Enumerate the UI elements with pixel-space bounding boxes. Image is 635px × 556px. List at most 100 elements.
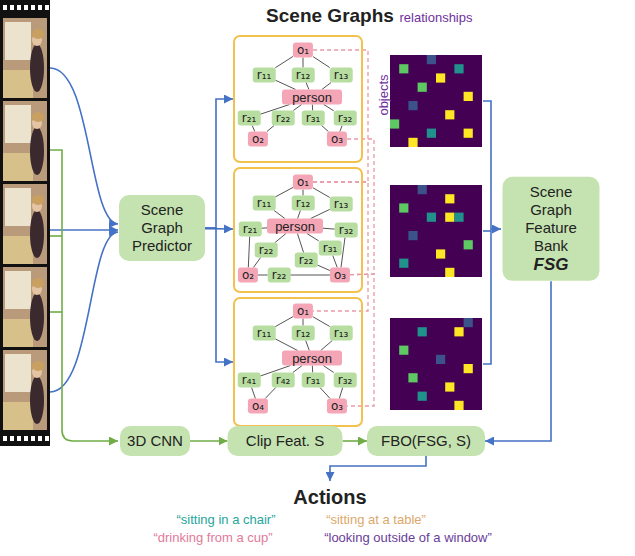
node-text: r₃₁: [306, 373, 321, 388]
node-text: r₁₂: [296, 326, 311, 341]
node-text: o₂: [252, 132, 264, 147]
connector: [258, 275, 268, 276]
connector: [322, 83, 331, 90]
connector: [275, 317, 293, 327]
matrix-wire: [483, 229, 491, 364]
connector: [323, 366, 334, 373]
node-text: r₁₃: [334, 197, 349, 212]
node-text: FBO(FSG, S): [372, 432, 480, 450]
matrix-cell: [445, 268, 454, 277]
connector: [267, 126, 274, 132]
node-text: o₃: [331, 399, 343, 414]
video-frame: [3, 101, 47, 181]
matrix-cell: [418, 185, 427, 194]
matrix-cell: [445, 194, 454, 203]
sprocket-hole: [17, 5, 21, 10]
connector: [275, 339, 297, 351]
node-text: FSG: [508, 255, 595, 275]
object-node: o₃: [327, 132, 347, 147]
matrix-cell: [408, 101, 417, 110]
connector: [275, 56, 293, 67]
node-text: r₁₃: [334, 326, 349, 341]
connector: [323, 228, 335, 230]
connector: [485, 281, 551, 441]
connector: [307, 234, 319, 241]
matrix-cell: [464, 129, 473, 138]
node-text: 3D CNN: [125, 432, 185, 450]
node-text: o₁: [297, 43, 309, 58]
person-node: person: [282, 90, 342, 105]
matrix-cell: [418, 392, 427, 401]
relation-node: r₁₁: [253, 196, 276, 211]
sprocket-hole: [31, 5, 35, 10]
matrix-cell: [399, 259, 408, 268]
relation-node: r₁₃: [330, 197, 353, 212]
film-strip: [0, 0, 50, 446]
matrix-cell: [445, 213, 454, 222]
connector: [322, 126, 329, 132]
relation-node: r₁₂: [292, 68, 315, 83]
connector: [303, 319, 304, 326]
relation-node: r₁₃: [330, 326, 353, 341]
node-text: Clip Feat. S: [233, 432, 338, 450]
matrix-cell: [464, 92, 473, 101]
matrix-wire: [483, 230, 491, 232]
action-label: “drinking from a cup”: [153, 530, 272, 545]
sprocket-hole: [24, 5, 28, 10]
node-text: r₁₂: [296, 196, 311, 211]
relation-node: r₃₂: [334, 111, 357, 126]
node-text: r₃₂: [339, 223, 354, 238]
node-text: r₃₂: [338, 111, 353, 126]
relation-node: r₂₂: [295, 253, 318, 268]
matrix-cell: [454, 327, 463, 336]
relation-node: r₁₁: [253, 68, 276, 83]
node-text: r₁₁: [257, 68, 272, 83]
relation-node: r₂₂: [255, 243, 278, 258]
process-box: Scene Graph Feature BankFSG: [503, 177, 600, 281]
relation-node: r₂₁: [238, 111, 261, 126]
process-box: Clip Feat. S: [228, 426, 343, 456]
film-base: [0, 0, 50, 446]
process-box: Scene Graph Predictor: [119, 195, 205, 261]
adjacency-matrix: [390, 55, 482, 147]
node-text: person: [271, 219, 319, 234]
sprocket-hole: [24, 436, 28, 441]
node-text: r₁₂: [296, 68, 311, 83]
connector: [290, 275, 330, 276]
node-text: r₂₂: [276, 111, 291, 126]
sprocket-hole: [10, 436, 14, 441]
frame-arrow: [50, 68, 118, 224]
node-text: r₁₃: [334, 68, 349, 83]
node-text: person: [286, 90, 338, 105]
node-text: r₃₁: [323, 241, 338, 256]
connector: [311, 209, 330, 218]
diagram-title: Scene Graphs: [266, 5, 394, 27]
connector: [341, 238, 345, 268]
connector: [320, 388, 330, 399]
matrix-cell: [408, 138, 417, 147]
clip-arrows: [50, 150, 118, 441]
node-text: o₁: [297, 175, 309, 190]
relation-node: r₁₃: [330, 68, 353, 83]
matrix-cell: [445, 382, 454, 391]
node-text: r₄₁: [242, 373, 257, 388]
connector: [293, 105, 301, 111]
axis-label: relationships: [400, 10, 473, 25]
node-text: r₂₁: [243, 222, 258, 237]
video-frame: [3, 18, 47, 98]
person-node: person: [267, 219, 323, 234]
frame-arrow: [50, 232, 118, 392]
node-text: o₃: [334, 268, 346, 283]
node-text: person: [286, 351, 338, 366]
matrix-cell: [454, 213, 463, 222]
node-text: r₁₁: [257, 326, 272, 341]
action-label: “sitting in a chair”: [177, 512, 276, 527]
matrix-cell: [464, 364, 473, 373]
relation-node: r₃₁: [302, 373, 325, 388]
node-text: r₂₁: [242, 111, 257, 126]
matrix-cell: [454, 401, 463, 410]
relation-node: r₂₁: [239, 222, 262, 237]
connector: [190, 440, 228, 442]
matrix-cell: [390, 119, 399, 128]
relation-node: r₃₁: [319, 241, 342, 256]
